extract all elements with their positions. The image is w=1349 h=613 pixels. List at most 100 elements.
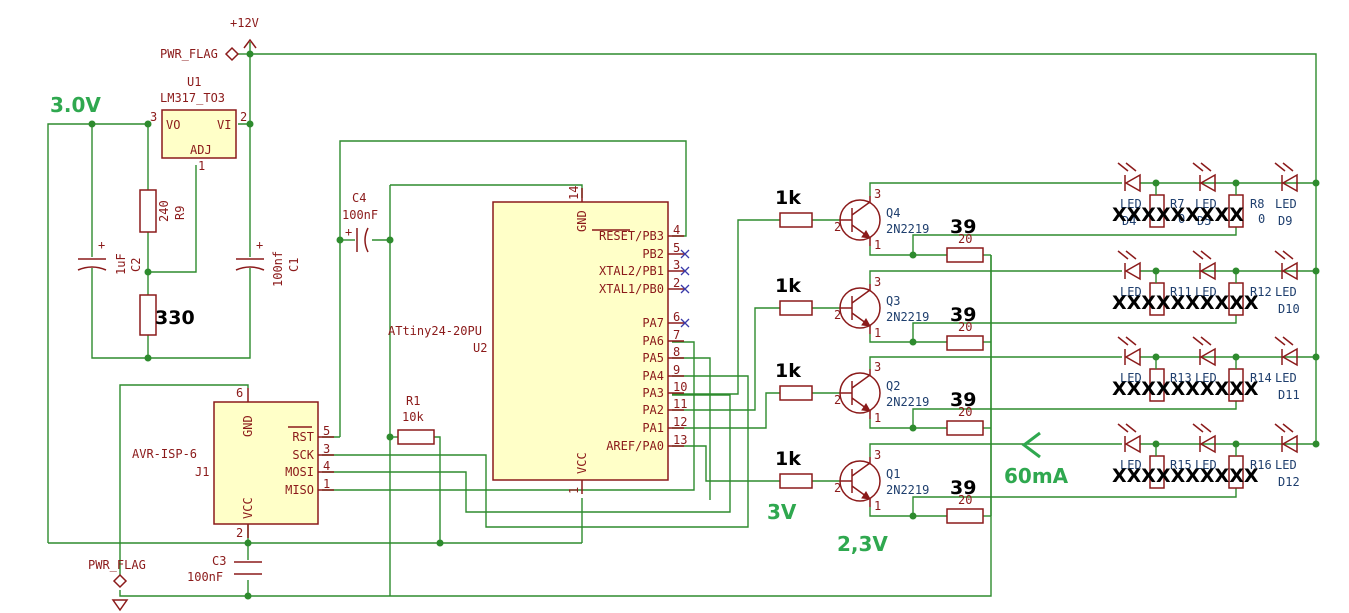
base-pin-num: 2 [834, 220, 841, 234]
led-label-b: LED [1195, 197, 1217, 211]
isp-pin-label: MISO [285, 483, 314, 497]
transistor-ref: Q4 [886, 206, 900, 220]
annotation-v-emitter: 2,3V [837, 532, 888, 556]
led-diode-ref-c: D11 [1278, 388, 1300, 402]
emitter-resistor-ref: 20 [958, 232, 972, 246]
led-rays [1117, 162, 1137, 172]
led-icon [1192, 162, 1216, 193]
emitter-resistor-ref: 20 [958, 493, 972, 507]
regulator-u1: U1 LM317_TO3 VO VI ADJ 3 2 1 [150, 75, 247, 173]
led-resistor-ref-a: R15 [1170, 458, 1192, 472]
pwr-flag-top: PWR_FLAG [160, 46, 240, 62]
isp-pin-num: 3 [323, 442, 330, 456]
annotation-v-out: 3.0V [50, 93, 101, 117]
led-triangle [1124, 347, 1141, 367]
led-rays [1192, 162, 1212, 172]
emitter-resistor-value: 39 [950, 389, 976, 411]
annotation-current: 60mA [1004, 464, 1069, 488]
mcu-pin-num: 9 [673, 363, 680, 377]
isp-pin-label: RST [292, 430, 314, 444]
mcu-pin-label: PA1 [642, 421, 664, 435]
u1-value: LM317_TO3 [160, 91, 225, 105]
led-rays [1274, 423, 1294, 433]
emitter-resistor-value: 39 [950, 304, 976, 326]
r1-value: 10k [402, 410, 424, 424]
led-label-b: LED [1195, 458, 1217, 472]
led-label-b: LED [1195, 371, 1217, 385]
led-resistor-val-b: 0 [1258, 212, 1265, 226]
led-rays [1274, 162, 1294, 172]
led-icon [1192, 423, 1216, 454]
c2-value: 1uF [114, 253, 128, 275]
r-adj-value: 330 [155, 307, 195, 329]
emitter-pin-num: 1 [874, 238, 881, 252]
mcu-pin-label: PA3 [642, 386, 664, 400]
pwr-flag-bottom-label: PWR_FLAG [88, 558, 146, 572]
c1-ref: C1 [287, 258, 301, 272]
emitter-pin-num: 1 [874, 499, 881, 513]
led-resistor-ref-a: R13 [1170, 371, 1192, 385]
led-triangle [1281, 173, 1298, 193]
collector-pin-num: 3 [874, 187, 881, 201]
isp-pin-num: 5 [323, 424, 330, 438]
u1-pin2: 2 [240, 110, 247, 124]
mcu-pin-label: AREF/PA0 [606, 439, 664, 453]
mcu-pin-num: 10 [673, 380, 687, 394]
emitter-resistor [946, 420, 984, 436]
isp-value: AVR-ISP-6 [132, 447, 197, 461]
mcu-pin-label: PA5 [642, 351, 664, 365]
r1-ref: R1 [406, 394, 420, 408]
led-icon [1274, 162, 1298, 193]
resistor-r9: 240 R9 [139, 189, 187, 233]
power-12v-label: +12V [230, 16, 259, 30]
led-diode-ref-c: D12 [1278, 475, 1300, 489]
led-resistor-ref-b: R16 [1250, 458, 1272, 472]
led-triangle [1199, 434, 1216, 454]
isp-pin-num: 1 [323, 477, 330, 491]
mcu-pin1: 1 [567, 487, 581, 494]
transistor-collector [851, 284, 871, 304]
no-connect-mark [680, 318, 690, 328]
capacitor-c3: C3 100nF [187, 554, 262, 584]
base-resistor-value: 1k [775, 187, 801, 209]
led-resistor-a [1149, 282, 1165, 316]
capacitor-c4: + C4 100nF [342, 191, 378, 253]
led-diode-ref-b: D5 [1197, 214, 1211, 228]
mcu-pin-num: 7 [673, 328, 680, 342]
led-rays [1274, 250, 1294, 260]
emitter-resistor [946, 247, 984, 263]
led-resistor-a [1149, 194, 1165, 228]
emitter-pin-num: 1 [874, 326, 881, 340]
led-label-a: LED [1120, 285, 1142, 299]
c3-ref: C3 [212, 554, 226, 568]
mcu-pin-label: PA6 [642, 334, 664, 348]
base-resistor [779, 212, 813, 228]
transistor-part: 2N2219 [886, 395, 929, 409]
led-diode-ref-c: D10 [1278, 302, 1300, 316]
transistor-ref: Q1 [886, 467, 900, 481]
mcu-pin-label: RESET/PB3 [599, 229, 664, 243]
c2-ref: C2 [129, 258, 143, 272]
isp-pin-label: SCK [292, 448, 314, 462]
base-resistor-value: 1k [775, 448, 801, 470]
led-rays [1117, 423, 1137, 433]
led-icon [1192, 336, 1216, 367]
base-pin-num: 2 [834, 308, 841, 322]
mcu-pin-num: 6 [673, 310, 680, 324]
mcu-pin-num: 8 [673, 345, 680, 359]
led-triangle [1281, 261, 1298, 281]
collector-pin-num: 3 [874, 275, 881, 289]
led-diode-ref-c: D9 [1278, 214, 1292, 228]
base-pin-num: 2 [834, 393, 841, 407]
mcu-ref: U2 [473, 341, 487, 355]
c1-value: 100nf [271, 251, 285, 287]
led-rays [1192, 250, 1212, 260]
emitter-resistor-value: 39 [950, 477, 976, 499]
led-rays [1274, 336, 1294, 346]
